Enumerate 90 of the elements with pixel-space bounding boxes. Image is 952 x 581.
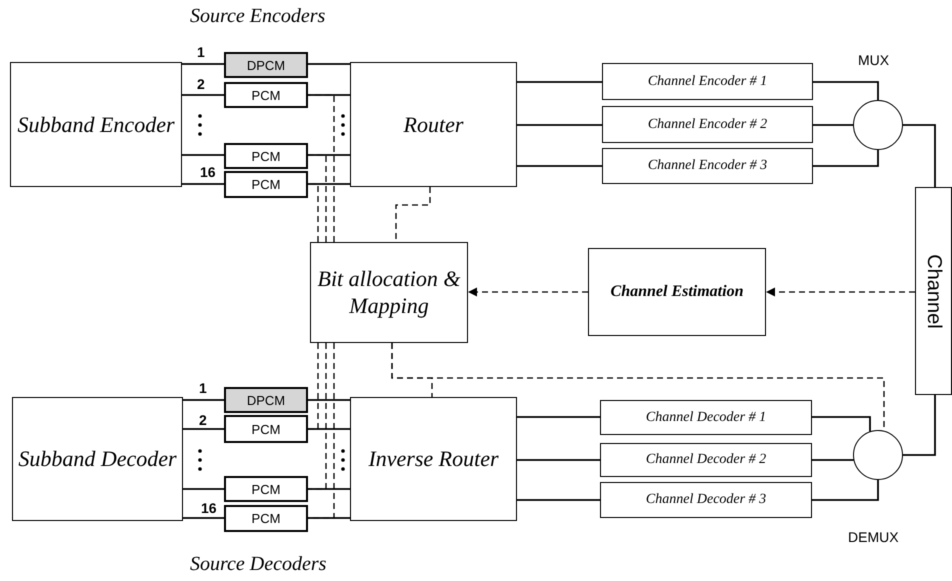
connector (813, 150, 879, 167)
process-box (224, 476, 308, 502)
connector (183, 488, 224, 490)
connector (517, 124, 602, 126)
connector (517, 459, 600, 461)
channel-number: 16 (201, 500, 217, 516)
connector (812, 480, 879, 501)
group-heading: Source Encoders (190, 5, 326, 28)
connector (308, 428, 350, 430)
block-label: Inverse Router (368, 446, 499, 472)
block-label: DPCM (246, 58, 286, 72)
dashed-connector (308, 154, 327, 242)
dashed-connector (766, 288, 915, 296)
block-label: PCM (252, 422, 280, 436)
connector (903, 395, 936, 456)
process-box (588, 248, 766, 336)
process-box (602, 106, 813, 143)
block-caption: DEMUX (848, 529, 899, 545)
connector (517, 165, 602, 167)
block-label: Channel Encoder # 3 (648, 158, 768, 174)
dashed-connector (308, 94, 335, 242)
connector (308, 399, 350, 401)
connector (308, 517, 350, 519)
process-box (310, 242, 468, 343)
connector (812, 459, 854, 461)
block-label: Bit allocation & Mapping (316, 266, 462, 319)
channel-number: 2 (197, 76, 205, 92)
process-box (600, 400, 812, 435)
block-label: PCM (252, 177, 280, 192)
process-box (224, 52, 308, 78)
process-box (600, 482, 812, 518)
block-label: Router (404, 112, 464, 138)
dashed-connector (308, 183, 319, 242)
process-box (602, 148, 813, 184)
connector (308, 183, 350, 185)
process-box (350, 397, 517, 521)
channel-number: 2 (199, 412, 207, 428)
block-caption: MUX (858, 52, 890, 68)
block-label: PCM (252, 88, 280, 102)
connector (517, 499, 600, 501)
connector (813, 124, 853, 126)
connector (813, 81, 879, 100)
connector (308, 94, 350, 96)
connector (517, 81, 602, 83)
dashed-connector (468, 288, 588, 296)
connector (517, 416, 600, 418)
process-box (12, 397, 183, 521)
block-label: Channel (922, 254, 945, 328)
connector (903, 124, 936, 187)
channel-number: 1 (199, 380, 207, 396)
connector (183, 517, 224, 519)
channel-number: 1 (197, 44, 205, 60)
multiplexer-circle (853, 430, 903, 480)
block-label: Channel Encoder # 1 (648, 74, 768, 90)
block-label: DPCM (246, 392, 286, 408)
process-box (602, 63, 813, 100)
connector (182, 94, 224, 96)
process-box (224, 171, 308, 198)
block-label: PCM (252, 148, 280, 164)
block-label: Channel Estimation (610, 282, 744, 302)
group-heading: Source Decoders (190, 553, 326, 576)
connector (308, 488, 350, 490)
block-label: Subband Encoder (17, 112, 175, 138)
process-box (224, 82, 308, 108)
block-label: PCM (252, 482, 280, 496)
block-label: Channel Encoder # 2 (648, 116, 768, 132)
process-box (224, 143, 308, 169)
block-label: Subband Decoder (18, 446, 177, 472)
block-label: Channel Decoder # 1 (646, 410, 766, 426)
process-box (224, 415, 308, 443)
process-box (600, 443, 812, 477)
dashed-connector (395, 187, 431, 242)
channel-box (915, 187, 952, 395)
connector (183, 399, 224, 401)
block-label: PCM (252, 511, 280, 526)
process-box (10, 62, 182, 187)
connector (308, 154, 350, 156)
channel-number: 16 (200, 164, 216, 180)
connector (308, 63, 350, 65)
connector (182, 63, 224, 65)
process-box (350, 62, 517, 187)
connector (812, 416, 871, 432)
block-label: Channel Decoder # 3 (646, 492, 766, 508)
connector (182, 183, 224, 185)
process-box (224, 387, 308, 413)
connector (182, 154, 224, 156)
block-label: Channel Decoder # 2 (646, 452, 766, 468)
process-box (224, 505, 308, 532)
multiplexer-circle (853, 100, 903, 150)
connector (183, 428, 224, 430)
